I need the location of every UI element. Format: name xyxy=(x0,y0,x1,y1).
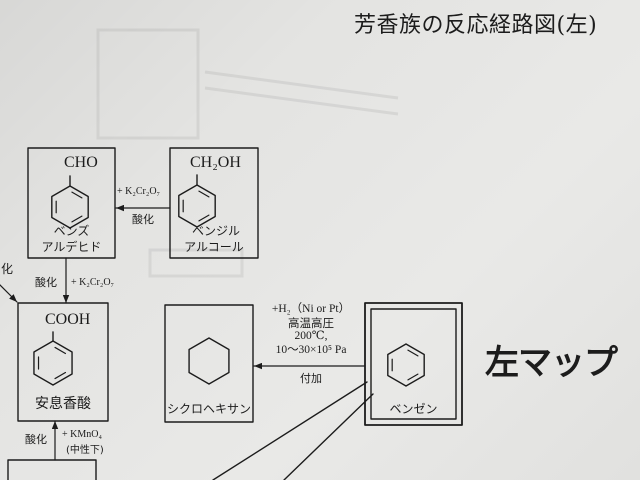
benzoic-acid-benzene-ring-icon xyxy=(33,331,73,386)
benzaldehyde-name-line-1: ベンズ xyxy=(53,224,90,238)
benzaldehyde-benzene-ring-icon xyxy=(51,175,89,229)
arrow-into-benzoic-acid-from-left xyxy=(0,284,18,303)
cyclohexane-hexagon xyxy=(188,337,230,385)
benzaldehyde-formula: CHO xyxy=(64,154,98,171)
benzoic-acid-formula: COOH xyxy=(45,311,91,328)
condition-neutral: (中性下) xyxy=(66,445,104,456)
reaction-type-into-benzoic-acid-from-below: 酸化 xyxy=(25,433,47,446)
reaction-type-benzyl-alcohol-to-benzaldehyde: 酸化 xyxy=(132,213,154,226)
benzyl-alcohol-double-bond-2 xyxy=(198,214,210,222)
condition-pressure: 10～30×10⁵ Pa xyxy=(275,344,347,356)
benzoic-acid-hexagon xyxy=(33,340,73,386)
condition-temperature: 200℃, xyxy=(294,330,328,342)
connector-line-from-benzene-1 xyxy=(212,381,368,480)
benzene-name: ベンゼン xyxy=(389,402,438,416)
reagent-benzene-to-cyclohexane: +H₂（Ni or Pt） xyxy=(271,303,351,315)
benzyl-alcohol-double-bond-1 xyxy=(198,190,210,198)
reaction-arrows xyxy=(0,204,374,480)
benzoic-acid-double-bond-1 xyxy=(54,346,67,355)
ghost-band xyxy=(148,248,244,278)
benzoic-acid-double-bond-2 xyxy=(54,371,67,380)
compound-boxes xyxy=(7,147,463,480)
partial-compound-box-bottom xyxy=(7,459,97,480)
cyclohexane-cyclohexane-ring-icon xyxy=(188,337,230,385)
benzyl-alcohol-name-line-1: ベンジル xyxy=(191,224,240,238)
benzaldehyde-box xyxy=(27,147,116,259)
benzene-double-bond-1 xyxy=(407,349,419,357)
page-title: 芳香族の反応経路図(左) xyxy=(354,13,598,38)
cyclohexane-box xyxy=(164,304,254,423)
reagent-benzaldehyde-to-benzoic-acid: + K₂Cr₂O₇ xyxy=(71,277,115,288)
benzene-box-outer xyxy=(364,302,463,426)
benzoic-acid-name: 安息香酸 xyxy=(35,396,91,412)
show-through-ghost xyxy=(96,28,399,278)
benzaldehyde-double-bond-2 xyxy=(71,215,83,223)
benzyl-alcohol-box xyxy=(169,147,259,259)
ghost-line-2 xyxy=(204,86,399,116)
map-label: 左マップ xyxy=(485,343,618,383)
reaction-type-benzaldehyde-to-benzoic-acid: 酸化 xyxy=(35,276,57,289)
benzene-double-bond-2 xyxy=(407,373,419,381)
ghost-box xyxy=(96,28,200,140)
benzaldehyde-hexagon xyxy=(51,185,89,229)
ghost-line-1 xyxy=(204,70,399,100)
reagent-benzyl-alcohol-to-benzaldehyde: + K₂Cr₂O₇ xyxy=(117,186,161,197)
benzyl-alcohol-benzene-ring-icon xyxy=(178,174,216,228)
cyclohexane-name: シクロヘキサン xyxy=(166,402,251,416)
benzaldehyde-name-line-2: アルデヒド xyxy=(41,240,102,254)
benzyl-alcohol-hexagon xyxy=(178,184,216,228)
benzene-hexagon xyxy=(387,343,425,387)
reaction-type-benzene-to-cyclohexane: 付加 xyxy=(300,372,322,385)
benzoic-acid-box xyxy=(17,302,109,422)
condition-high-temp-pressure: 高温高圧 xyxy=(288,316,334,330)
edge-text-fragment: 化 xyxy=(1,262,14,276)
connector-line-from-benzene-2 xyxy=(283,393,374,480)
structure-rings xyxy=(33,174,425,387)
reagent-into-benzoic-acid-from-below: + KMnO₄ xyxy=(62,429,102,440)
benzyl-alcohol-name-line-2: アルコール xyxy=(184,240,244,254)
benzene-benzene-ring-icon xyxy=(387,343,425,387)
benzyl-alcohol-formula: CH₂OH xyxy=(190,154,241,171)
benzaldehyde-double-bond-1 xyxy=(71,191,83,199)
benzene-box-inner xyxy=(370,308,457,420)
